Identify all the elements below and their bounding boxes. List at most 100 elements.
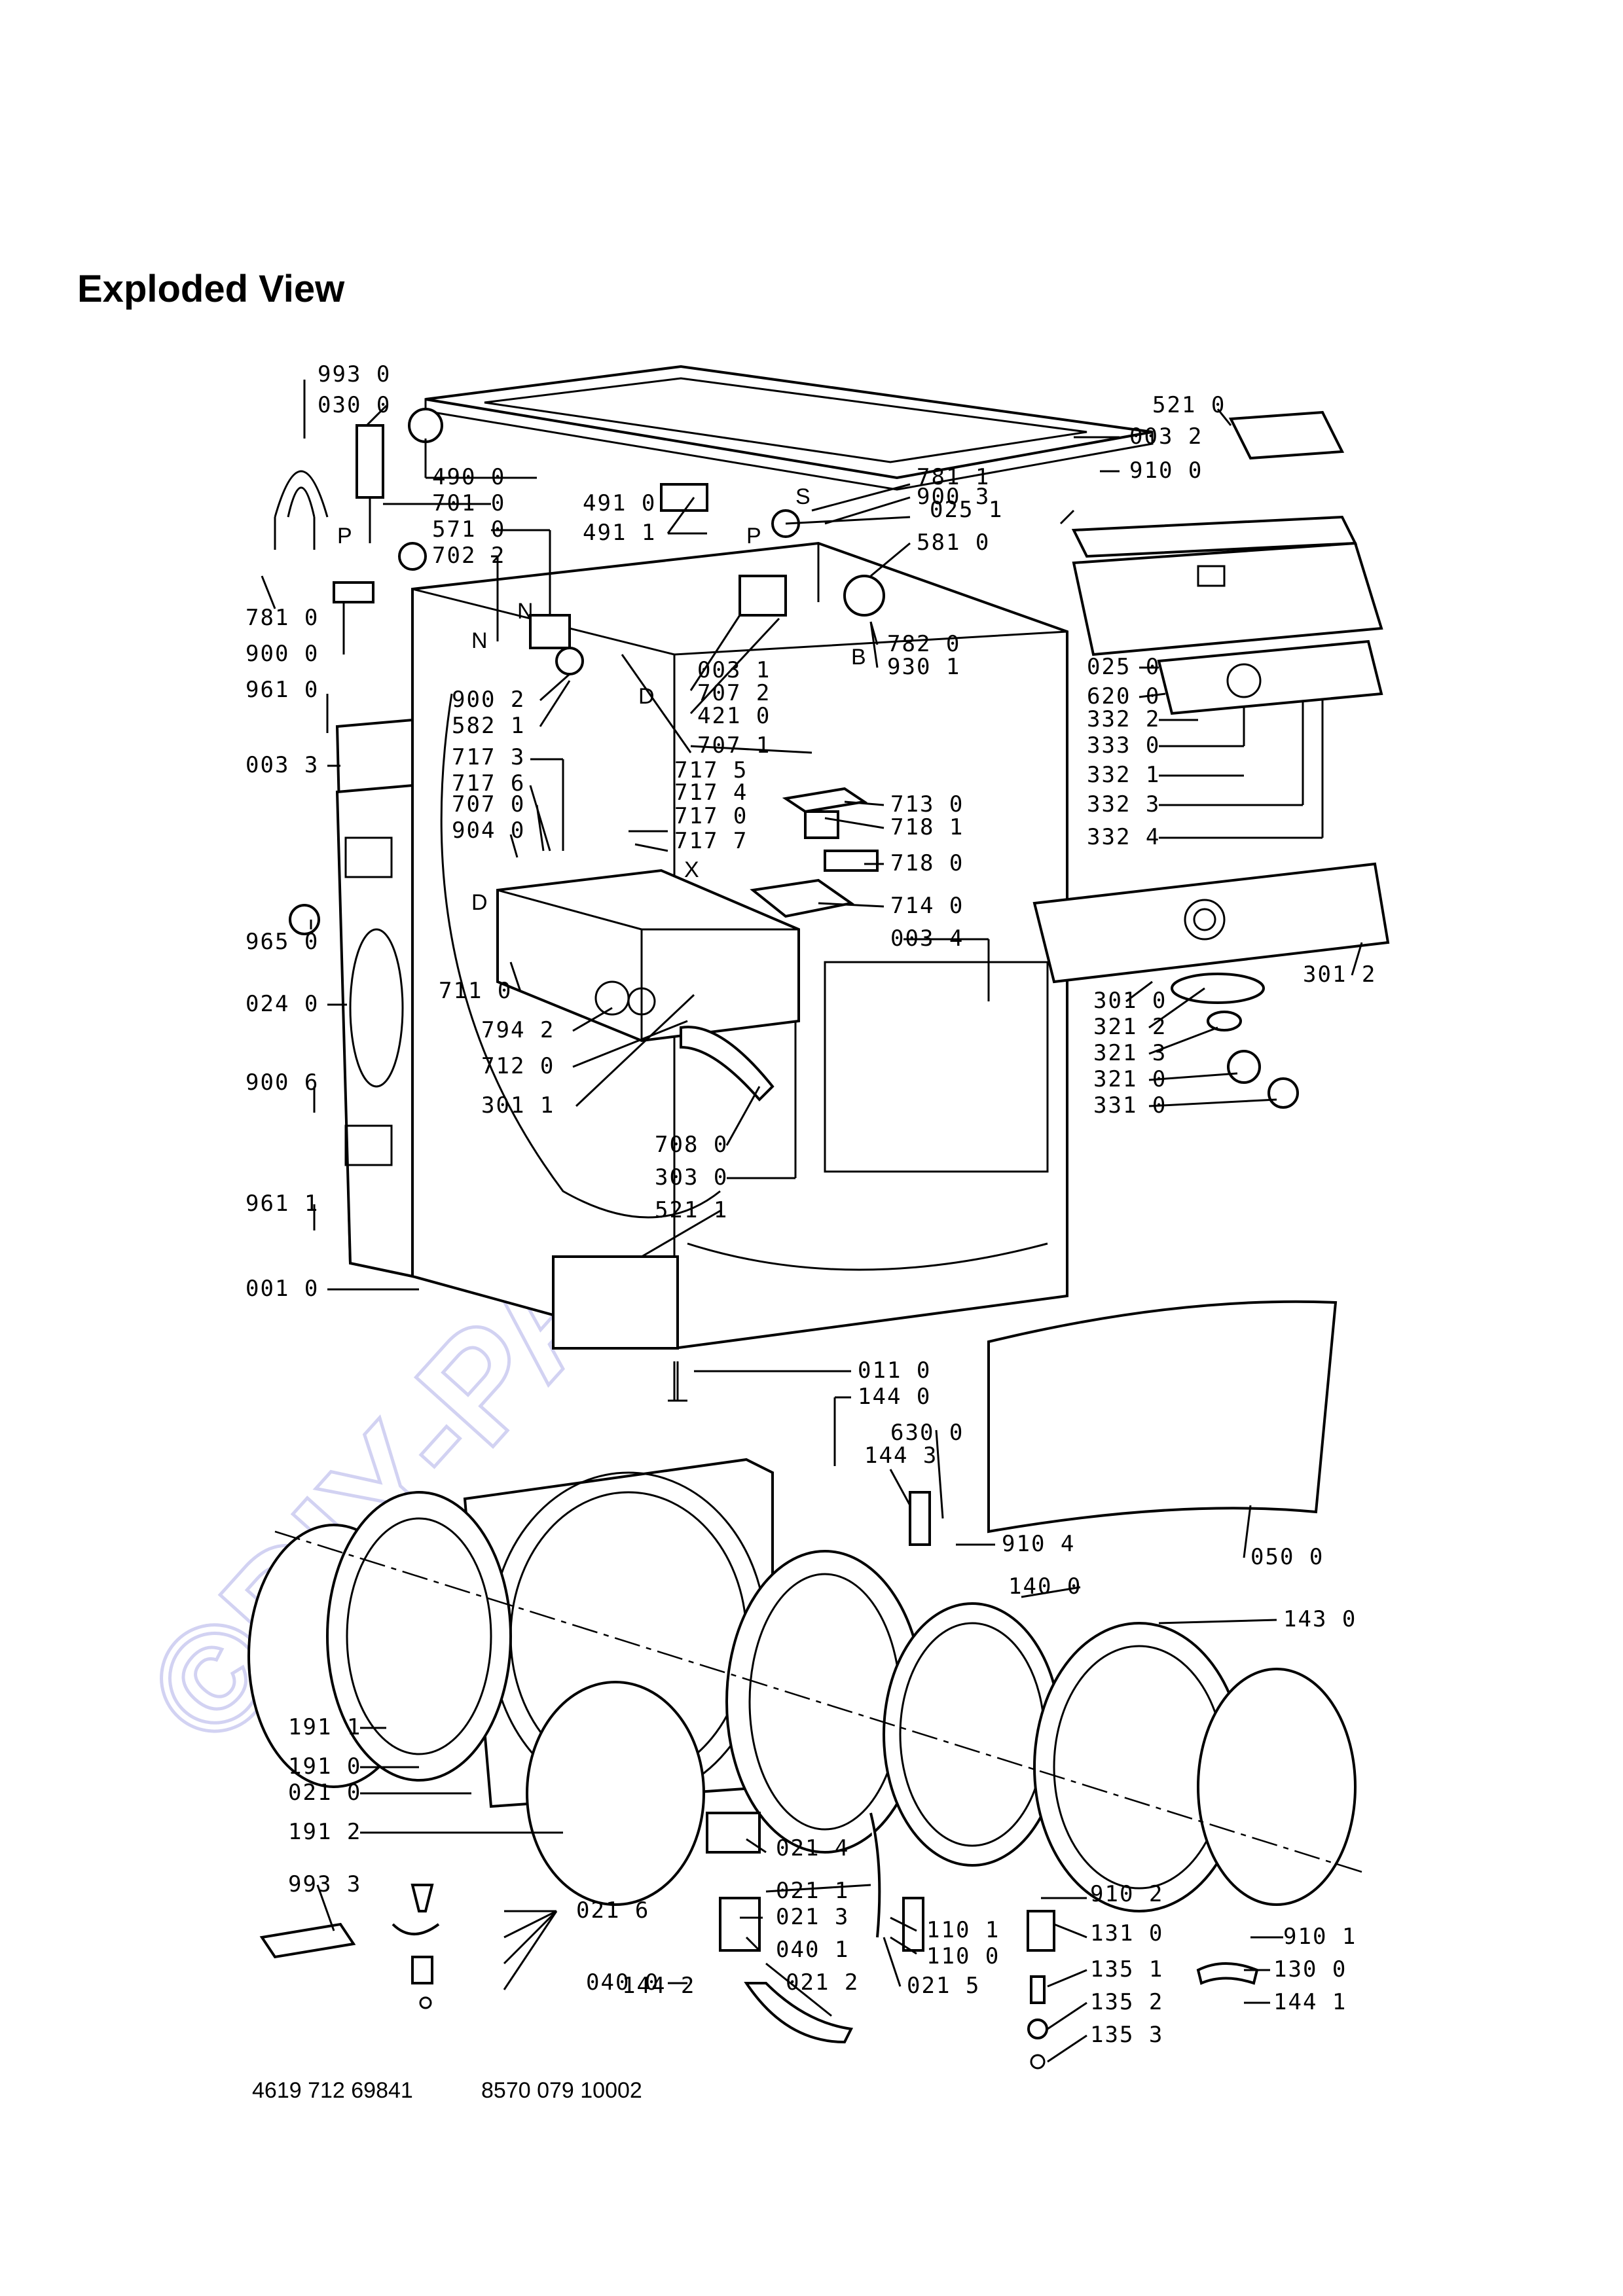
ref-letter: N (517, 599, 534, 624)
part-number-labels: 993 0 030 0 781 0 900 0 961 0 003 3 965 … (246, 361, 1376, 2048)
part-label: 910 4 (1002, 1531, 1075, 1557)
part-label: 144 1 (1273, 1989, 1347, 2015)
side-panel-drawing (335, 718, 414, 1278)
part-label: 191 1 (288, 1714, 361, 1740)
part-label: 712 0 (481, 1053, 555, 1079)
part-label: 191 0 (288, 1753, 361, 1780)
part-label: 711 0 (439, 978, 512, 1004)
ref-letter: X (684, 857, 699, 882)
part-label: 718 0 (890, 850, 964, 876)
part-label: 040 1 (776, 1937, 849, 1963)
part-label: 620 0 (1087, 683, 1160, 709)
part-label: 718 1 (890, 814, 964, 840)
part-label: 003 2 (1129, 423, 1203, 450)
part-label: 301 0 (1093, 988, 1167, 1014)
part-label: 135 1 (1090, 1956, 1163, 1982)
part-label: 333 0 (1087, 732, 1160, 759)
leader-lines (261, 380, 1363, 2063)
part-label: 303 0 (655, 1164, 728, 1191)
part-label: 491 1 (583, 520, 656, 546)
ref-letter: P (337, 524, 352, 548)
part-label: 965 0 (246, 929, 319, 955)
part-label: 702 2 (432, 543, 505, 569)
part-label: 110 1 (926, 1917, 1000, 1943)
part-label: 021 6 (576, 1897, 649, 1924)
part-label: 130 0 (1273, 1956, 1347, 1982)
part-label: 050 0 (1250, 1544, 1324, 1570)
part-label: 490 0 (432, 464, 505, 490)
part-label: 321 2 (1093, 1014, 1167, 1040)
part-label: 521 1 (655, 1197, 728, 1223)
part-label: 521 0 (1152, 392, 1226, 418)
part-label: 025 1 (930, 497, 1003, 523)
part-label: 930 1 (887, 654, 960, 680)
part-label: 021 3 (776, 1904, 849, 1930)
doc-number-left: 4619 712 69841 (252, 2078, 413, 2103)
part-label: 025 0 (1087, 654, 1160, 680)
part-label: 713 0 (890, 791, 964, 817)
ref-letter: B (851, 645, 866, 670)
part-label: 131 0 (1090, 1920, 1163, 1946)
part-label: 144 0 (858, 1384, 931, 1410)
part-label: 910 0 (1129, 457, 1203, 484)
part-label: 003 4 (890, 925, 964, 952)
part-label: 021 4 (776, 1835, 849, 1861)
part-label: 782 0 (887, 631, 960, 657)
part-label: 143 0 (1283, 1606, 1357, 1632)
part-label: 717 6 (452, 770, 525, 797)
part-label: 110 0 (926, 1943, 1000, 1969)
part-label: 571 0 (432, 516, 505, 543)
part-label: 910 1 (1283, 1924, 1357, 1950)
part-label: 900 2 (452, 687, 525, 713)
part-label: 003 1 (697, 657, 771, 683)
part-label: 900 3 (917, 484, 990, 510)
front-panel-drawing (463, 1300, 1338, 1808)
part-label: 900 0 (246, 641, 319, 667)
doc-number-right: 8570 079 10002 (481, 2078, 642, 2103)
part-label: 707 0 (452, 791, 525, 817)
top-cover-drawing (424, 365, 1154, 491)
part-label: 717 4 (674, 780, 748, 806)
part-label: 993 0 (318, 361, 391, 387)
part-label: 021 1 (776, 1878, 849, 1904)
part-label: 781 1 (917, 464, 990, 490)
part-label: 321 3 (1093, 1040, 1167, 1066)
part-label: 717 3 (452, 744, 525, 770)
part-label: 140 0 (1008, 1573, 1082, 1600)
part-label: 301 2 (1303, 961, 1376, 988)
part-label: 191 2 (288, 1819, 361, 1845)
part-label: 717 5 (674, 757, 748, 783)
ref-letter: N (471, 628, 488, 653)
part-label: 144 3 (864, 1443, 938, 1469)
part-label: 491 0 (583, 490, 656, 516)
part-label: 301 1 (481, 1092, 555, 1119)
part-label: 630 0 (890, 1420, 964, 1446)
part-label: 910 2 (1090, 1881, 1163, 1907)
door-rings-drawing (247, 1491, 1362, 2044)
part-label: 332 4 (1087, 824, 1160, 850)
part-label: 003 3 (246, 752, 319, 778)
part-label: 135 2 (1090, 1989, 1163, 2015)
ref-letter: S (795, 484, 811, 509)
part-label: 904 0 (452, 817, 525, 844)
control-panel-drawing (1032, 410, 1390, 1109)
part-label: 332 3 (1087, 791, 1160, 817)
part-label: 781 0 (246, 605, 319, 631)
part-label: 144 2 (622, 1973, 695, 1999)
ref-letter: D (638, 684, 655, 709)
part-label: 714 0 (890, 893, 964, 919)
part-label: 794 2 (481, 1017, 555, 1043)
part-label: 021 2 (786, 1969, 859, 1996)
part-label: 581 0 (917, 529, 990, 556)
part-label: 011 0 (858, 1357, 931, 1384)
part-label: 001 0 (246, 1276, 319, 1302)
part-label: 331 0 (1093, 1092, 1167, 1119)
part-label: 321 0 (1093, 1066, 1167, 1092)
part-label: 707 2 (697, 680, 771, 706)
part-label: 332 1 (1087, 762, 1160, 788)
page-title: Exploded View (77, 268, 345, 310)
part-label: 900 6 (246, 1069, 319, 1096)
reference-letters: P N N D S P B X D (337, 484, 866, 915)
ref-letter: P (746, 524, 761, 548)
part-label: 717 7 (674, 828, 748, 854)
